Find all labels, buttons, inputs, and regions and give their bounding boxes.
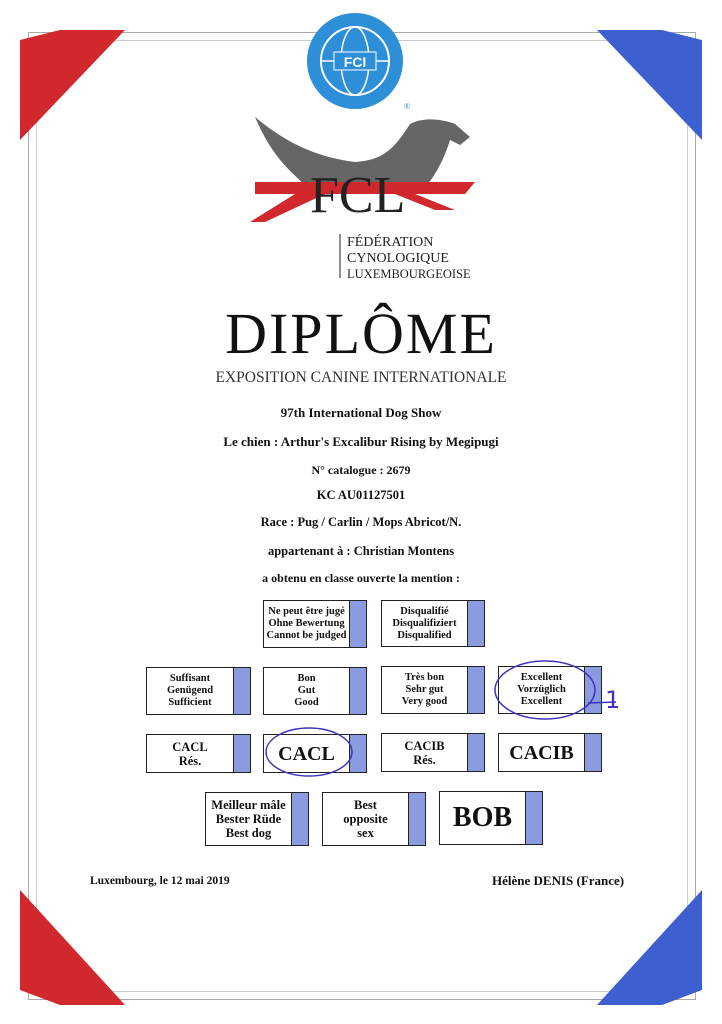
box-checkbox xyxy=(349,735,366,772)
dog-name: Le chien : Arthur's Excalibur Rising by … xyxy=(223,434,499,449)
diploma-subtitle: EXPOSITION CANINE INTERNATIONALE xyxy=(215,369,507,386)
box-best-opposite-sex: Best opposite sex xyxy=(322,792,426,846)
ribbon-bottom-right xyxy=(597,890,702,1005)
box-checkbox xyxy=(291,793,308,845)
fci-logo: FCI ® xyxy=(307,13,410,111)
box-very-good: Très bon Sehr gut Very good xyxy=(381,666,485,714)
box-checkbox xyxy=(233,735,250,772)
catalogue-number: N° catalogue : 2679 xyxy=(311,463,411,477)
box-checkbox xyxy=(467,734,484,771)
ribbon-top-left xyxy=(20,30,125,140)
show-name: 97th International Dog Show xyxy=(280,405,442,420)
box-checkbox xyxy=(233,668,250,714)
place-date: Luxembourg, le 12 mai 2019 xyxy=(90,875,230,887)
box-cacib-res: CACIB Rés. xyxy=(381,733,485,772)
box-checkbox xyxy=(408,793,425,845)
box-not-judged: Ne peut être jugé Ohne Bewertung Cannot … xyxy=(263,600,367,648)
breed: Race : Pug / Carlin / Mops Abricot/N. xyxy=(260,515,462,529)
box-label: CACL Rés. xyxy=(172,739,208,768)
box-cacib: CACIB xyxy=(498,733,602,772)
box-label: CACIB Rés. xyxy=(404,738,445,767)
box-label: CACL xyxy=(278,742,335,765)
fcl-line1: FÉDÉRATION xyxy=(347,233,433,250)
box-label: Ne peut être jugé Ohne Bewertung Cannot … xyxy=(266,606,347,641)
box-best-male: Meilleur mâle Bester Rüde Best dog xyxy=(205,792,309,846)
ribbon-top-right xyxy=(597,30,702,140)
ribbon-bottom-left xyxy=(20,890,125,1005)
box-excellent: Excellent Vorzüglich Excellent xyxy=(498,666,602,714)
box-disqualified: Disqualifié Disqualifiziert Disqualified xyxy=(381,600,485,647)
box-label: Bon Gut Good xyxy=(294,673,319,708)
diploma-title: DIPLÔME xyxy=(225,301,497,366)
class-statement: a obtenu en classe ouverte la mention : xyxy=(262,571,460,585)
box-checkbox xyxy=(349,668,366,714)
registration-number: KC AU01127501 xyxy=(316,488,406,502)
judge-name: Hélène DENIS (France) xyxy=(492,873,625,888)
box-cacl: CACL xyxy=(263,734,367,773)
fci-center-text: FCI xyxy=(344,54,367,70)
box-label: BOB xyxy=(452,802,513,833)
box-checkbox xyxy=(584,734,601,771)
box-sufficient: Suffisant Genügend Sufficient xyxy=(146,667,251,715)
box-checkbox xyxy=(584,667,601,713)
box-label: CACIB xyxy=(509,741,574,764)
owner: appartenant à : Christian Montens xyxy=(267,544,455,558)
box-label: Meilleur mâle Bester Rüde Best dog xyxy=(211,798,286,840)
fcl-line2: CYNOLOGIQUE xyxy=(347,251,449,266)
box-checkbox xyxy=(349,601,366,647)
box-label: Excellent Vorzüglich Excellent xyxy=(517,672,566,707)
box-checkbox xyxy=(525,792,542,844)
box-good: Bon Gut Good xyxy=(263,667,367,715)
fcl-letters: FCL xyxy=(310,167,405,224)
box-checkbox xyxy=(467,601,484,646)
registered-mark: ® xyxy=(404,102,410,111)
box-label: Disqualifié Disqualifiziert Disqualified xyxy=(392,605,457,641)
box-bob: BOB xyxy=(439,791,543,845)
box-label: Suffisant Genügend Sufficient xyxy=(166,673,214,708)
box-label: Très bon Sehr gut Very good xyxy=(401,672,448,707)
fcl-logo: FCL FÉDÉRATION CYNOLOGIQUE LUXEMBOURGEOI… xyxy=(250,117,475,281)
box-cacl-res: CACL Rés. xyxy=(146,734,251,773)
box-checkbox xyxy=(467,667,484,713)
box-label: Best opposite sex xyxy=(343,798,388,840)
fcl-line3: LUXEMBOURGEOISE xyxy=(347,267,471,281)
